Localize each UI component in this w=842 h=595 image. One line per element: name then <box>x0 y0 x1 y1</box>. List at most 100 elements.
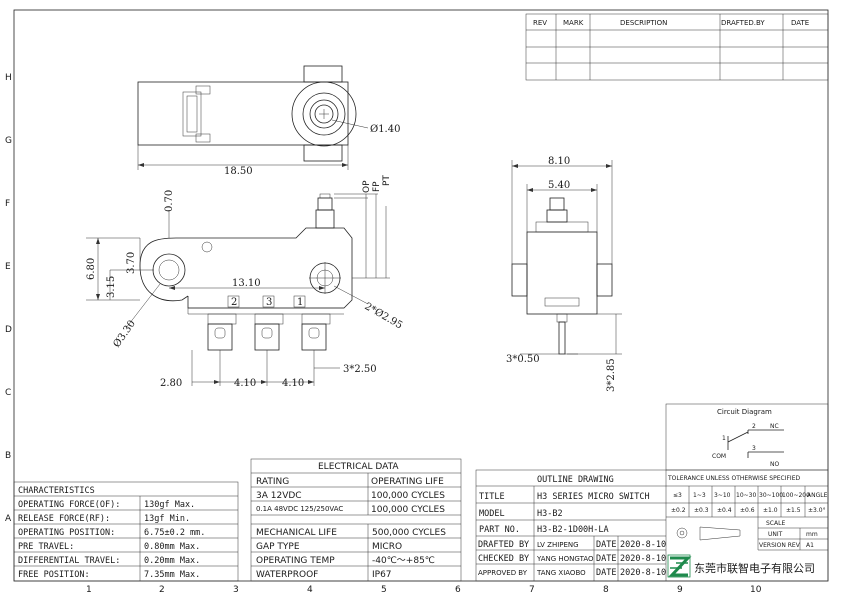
spec-value: -40℃～+85℃ <box>372 556 435 566</box>
tolerance-value: ±0.4 <box>717 507 732 514</box>
scale-label: SCALE <box>766 520 785 527</box>
plunger <box>315 209 335 229</box>
spec-label: GAP TYPE <box>256 542 300 552</box>
rating-cell: 0.1A 48VDC 125/250VAC <box>256 505 343 513</box>
tolerance-title: TOLERANCE UNLESS OTHERWISE SPECIFIED <box>667 475 800 482</box>
col-number: 2 <box>159 585 165 595</box>
char-value: 0.80mm Max. <box>144 542 200 552</box>
tolerance-value: ±0.6 <box>740 507 755 514</box>
col-number: 8 <box>603 585 609 595</box>
tolerance-range: 1~3 <box>693 492 706 499</box>
drafted-name: LV ZHIPENG <box>537 541 579 549</box>
dim-410b-label: 4.10 <box>282 378 304 389</box>
version-label: VERSION REV <box>759 542 801 549</box>
hole-diameter-label: Ø1.40 <box>370 124 400 135</box>
unit-label: UNIT <box>768 531 783 538</box>
date-value: 2020-8-10 <box>620 568 666 578</box>
spec-label: WATERPROOF <box>256 570 318 580</box>
spec-value: 500,000 CYCLES <box>372 528 446 538</box>
drawing-type: OUTLINE DRAWING <box>537 475 614 485</box>
actuator-circle-outer <box>291 81 357 147</box>
date-value: 2020-8-10 <box>620 540 666 550</box>
tolerance-value: ±0.3 <box>694 507 709 514</box>
date-header: DATE <box>791 19 809 27</box>
no-number: 3 <box>752 445 756 452</box>
date-label: DATE <box>596 568 616 578</box>
tolerance-range: 10~30 <box>736 492 756 499</box>
col-number: 10 <box>750 585 762 595</box>
rating-cell: 3A 12VDC <box>256 491 302 501</box>
char-label: DIFFERENTIAL TRAVEL: <box>18 556 120 566</box>
fp-label: FP <box>372 181 382 192</box>
end-view-body <box>526 231 598 315</box>
column-numbers: 1 2 3 4 5 6 7 8 9 10 <box>86 585 762 595</box>
col-number: 4 <box>307 585 313 595</box>
length-dimension-label: 18.50 <box>224 166 253 177</box>
com-number: 1 <box>722 435 726 442</box>
pin-label: 3 <box>266 297 272 308</box>
drafted-by-header: DRAFTED.BY <box>721 19 765 27</box>
projection-icon <box>676 527 688 539</box>
circuit-diagram: Circuit Diagram 2 NC 1 COM 3 NO <box>665 403 829 471</box>
nc-label: NC <box>770 423 779 430</box>
side-view: 2 3 1 6.80 3.15 3.70 0.70 13.10 <box>86 175 404 389</box>
life-cell: 100,000 CYCLES <box>371 491 445 501</box>
checked-name: YANG HONGTAO <box>536 555 594 563</box>
tolerance-range: 30~100 <box>759 492 783 499</box>
revision-table: REV MARK DESCRIPTION DRAFTED.BY DATE <box>525 13 829 81</box>
terminals <box>207 313 331 351</box>
characteristics-title: CHARACTERISTICS <box>18 486 95 496</box>
date-value: 2020-8-10 <box>620 554 666 564</box>
approved-name: TANG XIAOBO <box>536 569 586 577</box>
tolerance-value: ±1.0 <box>763 507 778 514</box>
dim-315-label: 3.15 <box>106 276 117 298</box>
col-number: 5 <box>381 585 387 595</box>
row-letter: A <box>5 514 12 524</box>
end-inner-width-label: 5.40 <box>548 180 570 191</box>
mount-boss <box>152 253 186 287</box>
description-header: DESCRIPTION <box>620 19 667 27</box>
pin-length-label: 3*2.85 <box>606 358 617 392</box>
height-680-label: 6.80 <box>86 258 97 280</box>
pin-thickness-label: 3*0.50 <box>506 354 540 365</box>
model-label: MODEL <box>479 509 505 519</box>
col-number: 6 <box>455 585 461 595</box>
holes-label: 2*Ø2.95 <box>363 301 405 331</box>
char-value: 130gf Max. <box>144 500 195 510</box>
nc-number: 2 <box>752 423 756 430</box>
tolerance-value: ±0.2 <box>671 507 686 514</box>
col-number: 7 <box>529 585 535 595</box>
row-letter: H <box>5 73 12 83</box>
char-label: OPERATING POSITION: <box>18 528 115 538</box>
row-letter: C <box>5 388 11 398</box>
dim-070-label: 0.70 <box>164 190 175 212</box>
char-label: OPERATING FORCE(OF): <box>18 500 120 510</box>
title-value: H3 SERIES MICRO SWITCH <box>537 492 650 502</box>
row-letter: F <box>5 199 10 209</box>
tolerance-value: ±3.0° <box>808 507 826 514</box>
tolerance-value: ±1.5 <box>786 507 801 514</box>
com-label: COM <box>712 453 726 460</box>
tolerance-range: ANGLE <box>807 492 828 499</box>
part-value: H3-B2-1D00H-LA <box>537 525 609 535</box>
characteristics-table: CHARACTERISTICS OPERATING FORCE(OF): 130… <box>13 481 239 582</box>
char-value: 6.75±0.2 mm. <box>144 528 205 538</box>
rating-header: RATING <box>256 477 289 487</box>
col-number: 1 <box>86 585 92 595</box>
model-value: H3-B2 <box>537 509 563 519</box>
part-label: PART NO. <box>479 525 520 535</box>
end-width-label: 8.10 <box>548 156 570 167</box>
char-value: 7.35mm Max. <box>144 570 200 580</box>
row-letter: D <box>5 325 12 335</box>
circuit-title: Circuit Diagram <box>717 408 772 416</box>
no-label: NO <box>770 461 779 468</box>
char-value: 0.20mm Max. <box>144 556 200 566</box>
company-logo <box>667 554 692 578</box>
electrical-title: ELECTRICAL DATA <box>318 462 399 472</box>
tolerance-range: 100~200 <box>782 492 810 499</box>
unit-value: mm <box>806 531 818 538</box>
end-view: 8.10 5.40 3*0.50 3*2.85 <box>506 156 622 392</box>
mark-header: MARK <box>563 19 584 27</box>
version-value: A1 <box>806 542 814 549</box>
